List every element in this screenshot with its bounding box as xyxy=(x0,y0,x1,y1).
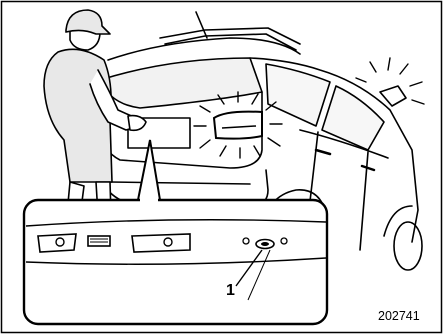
person-torso xyxy=(44,49,112,182)
callout-label: 1 xyxy=(226,282,235,300)
person-cap xyxy=(66,10,110,34)
side-window-rear xyxy=(266,64,330,126)
antenna xyxy=(196,12,207,38)
inset-frame xyxy=(24,200,327,324)
figure-id-label: 202741 xyxy=(378,309,420,323)
inset-pointer xyxy=(138,140,160,200)
side-mirror xyxy=(380,86,406,106)
license-light-right xyxy=(132,234,190,252)
side-window-front xyxy=(322,86,384,150)
roof-line xyxy=(108,38,300,60)
rear-camera xyxy=(88,236,110,246)
license-light-left xyxy=(38,234,76,252)
front-wheel xyxy=(394,222,422,270)
